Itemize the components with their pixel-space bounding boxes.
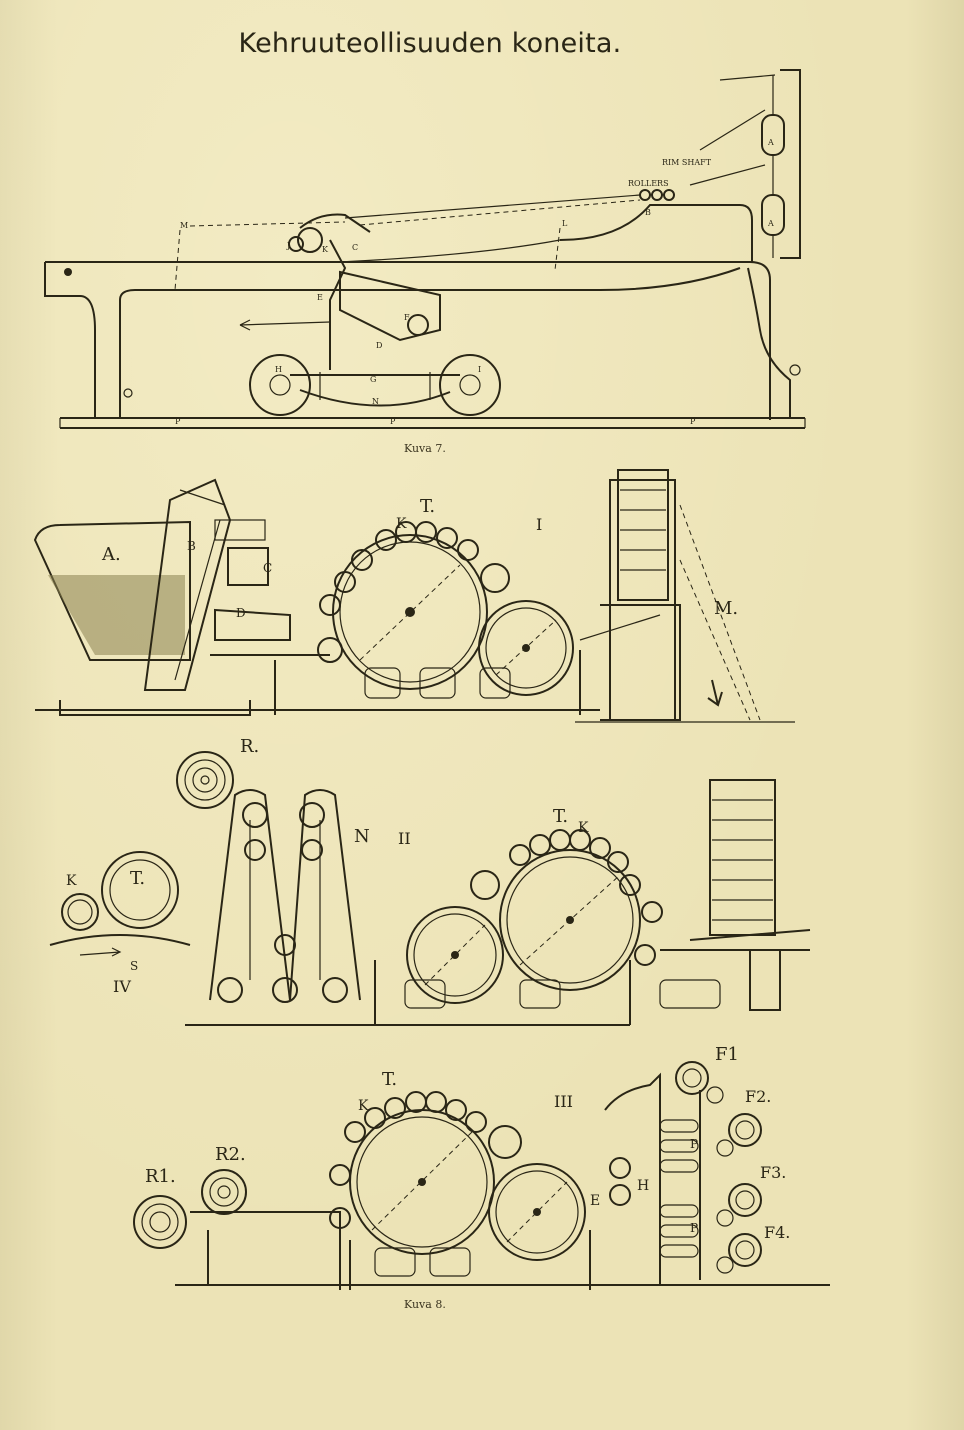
svg-text:T.: T. — [130, 868, 145, 889]
svg-text:D: D — [376, 341, 382, 350]
svg-text:M: M — [180, 221, 188, 230]
svg-text:F4.: F4. — [764, 1223, 790, 1242]
svg-text:A: A — [767, 219, 774, 228]
figure-8-panel-iii: R1. R2. T. K III E H P P F1 F2. F3. F4. — [133, 1044, 830, 1290]
svg-text:J: J — [286, 241, 290, 250]
svg-text:K: K — [578, 820, 589, 836]
svg-text:I: I — [478, 365, 481, 374]
svg-text:K: K — [358, 1098, 369, 1114]
svg-text:III: III — [554, 1092, 573, 1111]
svg-text:II: II — [398, 829, 411, 848]
svg-text:F: F — [404, 313, 410, 322]
svg-text:I: I — [536, 515, 542, 534]
svg-text:T.: T. — [420, 496, 435, 517]
svg-text:ROLLERS: ROLLERS — [628, 179, 669, 188]
svg-text:F1: F1 — [715, 1044, 739, 1065]
svg-text:H: H — [275, 365, 282, 374]
svg-text:A.: A. — [101, 544, 121, 565]
svg-text:P: P — [690, 417, 696, 426]
svg-text:R1.: R1. — [145, 1166, 176, 1187]
svg-text:S: S — [130, 959, 138, 973]
svg-text:N: N — [372, 397, 379, 406]
svg-text:L: L — [562, 219, 568, 228]
svg-text:R2.: R2. — [215, 1144, 246, 1165]
figure-8-panel-ii: R. N II T. K — [176, 736, 811, 1026]
svg-text:T.: T. — [382, 1069, 397, 1090]
svg-text:P: P — [690, 1221, 698, 1235]
figure-8-panel-iv: K T. S IV — [49, 851, 191, 996]
svg-text:C: C — [352, 243, 358, 252]
page-title: Kehruuteollisuuden koneita. — [238, 28, 622, 59]
svg-text:C: C — [263, 561, 272, 575]
figure-8-panel-i: A. B C D T. K I M. — [33, 469, 795, 723]
figure-8-caption: Kuva 8. — [404, 1298, 446, 1311]
figure-7-spinning-frame: RIM SHAFT ROLLERS A A B C D E F G H I J … — [44, 69, 806, 429]
svg-text:R.: R. — [240, 736, 259, 757]
svg-text:E: E — [590, 1193, 600, 1209]
svg-text:K: K — [322, 245, 329, 254]
figure-7-caption: Kuva 7. — [404, 442, 446, 455]
svg-text:P: P — [175, 417, 181, 426]
svg-text:K: K — [66, 873, 77, 889]
svg-text:P: P — [390, 417, 396, 426]
svg-text:D: D — [236, 606, 246, 620]
svg-text:IV: IV — [113, 977, 131, 996]
svg-text:B: B — [187, 539, 196, 553]
svg-text:T.: T. — [553, 806, 568, 827]
svg-text:A: A — [767, 138, 774, 147]
svg-text:B: B — [645, 208, 651, 217]
svg-text:M.: M. — [714, 598, 738, 619]
svg-text:RIM SHAFT: RIM SHAFT — [662, 158, 712, 167]
svg-text:F3.: F3. — [760, 1163, 786, 1182]
svg-text:H: H — [637, 1178, 649, 1194]
svg-text:G: G — [370, 375, 376, 384]
svg-text:P: P — [690, 1137, 698, 1151]
svg-text:E: E — [317, 293, 323, 302]
svg-text:K: K — [396, 516, 407, 532]
svg-text:F2.: F2. — [745, 1087, 771, 1106]
svg-text:N: N — [354, 826, 370, 847]
